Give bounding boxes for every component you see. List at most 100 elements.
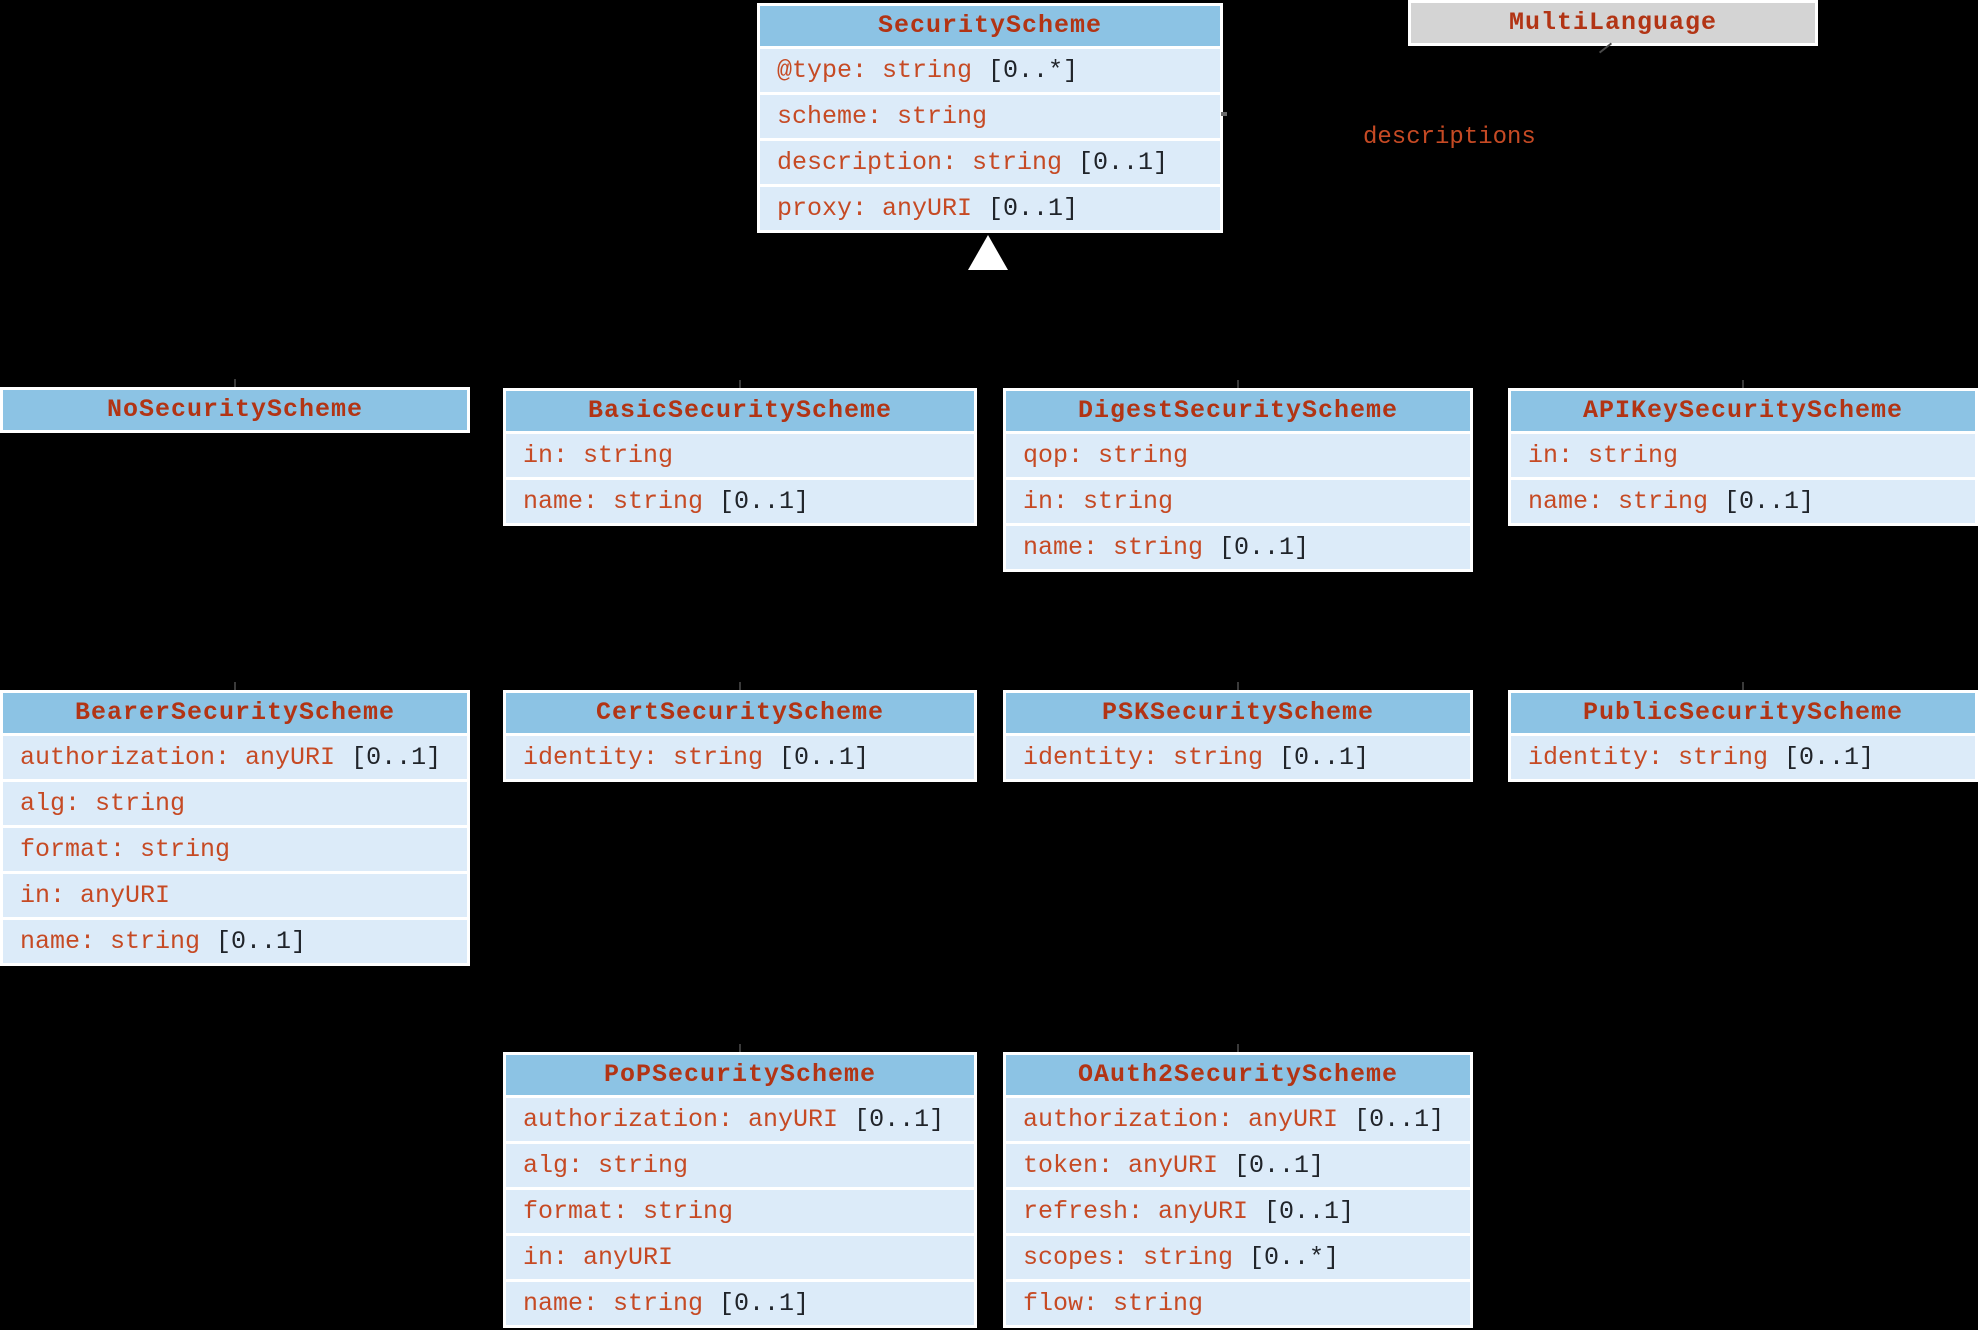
class-title: MultiLanguage bbox=[1411, 3, 1815, 43]
attribute-row: format: string bbox=[506, 1190, 974, 1233]
attribute-row: name: string[0..1] bbox=[506, 1282, 974, 1325]
attribute-row: token: anyURI [0..1] bbox=[1006, 1144, 1470, 1187]
class-box-popsecurityscheme: PoPSecurityScheme authorization: anyURI [… bbox=[503, 1052, 977, 1328]
attribute-text: in: anyURI bbox=[523, 1243, 674, 1272]
attribute-row: qop: string bbox=[1006, 434, 1470, 477]
attribute-row: in: anyURI bbox=[3, 874, 467, 917]
attribute-text: token: anyURI bbox=[1023, 1151, 1219, 1180]
attribute-multiplicity: [0..1] bbox=[988, 194, 1079, 223]
class-box-digestsecurityscheme: DigestSecurityScheme qop: string in: str… bbox=[1003, 388, 1473, 572]
attribute-row: flow: string bbox=[1006, 1282, 1470, 1325]
connector-tick bbox=[234, 682, 236, 690]
class-box-nosecurityscheme: NoSecurityScheme bbox=[0, 387, 470, 433]
association-end-mark bbox=[1221, 112, 1227, 116]
attribute-text: refresh: anyURI bbox=[1023, 1197, 1249, 1226]
connector-tick bbox=[1742, 682, 1744, 690]
class-box-oauth2securityscheme: OAuth2SecurityScheme authorization: anyU… bbox=[1003, 1052, 1473, 1328]
attribute-row: in: string bbox=[506, 434, 974, 477]
attribute-text: authorization: anyURI bbox=[523, 1105, 839, 1134]
attribute-text: in: anyURI bbox=[20, 881, 171, 910]
attribute-row: name: string [0..1] bbox=[1006, 526, 1470, 569]
attribute-text: identity: string bbox=[1528, 743, 1769, 772]
attribute-multiplicity: [0..1] bbox=[1219, 533, 1310, 562]
attribute-row: name: string [0..1] bbox=[1511, 480, 1975, 523]
attribute-text: format: string bbox=[523, 1197, 734, 1226]
attribute-multiplicity: [0..1] bbox=[1264, 1197, 1355, 1226]
attribute-text: in: string bbox=[1528, 441, 1679, 470]
attribute-row: @type: string [0..*] bbox=[760, 49, 1220, 92]
class-title: PublicSecurityScheme bbox=[1511, 693, 1975, 733]
attribute-row: alg: string bbox=[3, 782, 467, 825]
attribute-row: alg: string bbox=[506, 1144, 974, 1187]
attribute-row: identity: string[0..1] bbox=[506, 736, 974, 779]
class-title: OAuth2SecurityScheme bbox=[1006, 1055, 1470, 1095]
class-box-certsecurityscheme: CertSecurityScheme identity: string[0..1… bbox=[503, 690, 977, 782]
class-box-psksecurityscheme: PSKSecurityScheme identity: string[0..1] bbox=[1003, 690, 1473, 782]
attribute-text: in: string bbox=[1023, 487, 1174, 516]
attribute-text: scopes: string bbox=[1023, 1243, 1234, 1272]
connector-tick bbox=[1237, 380, 1239, 388]
association-label: descriptions bbox=[1363, 124, 1536, 151]
class-box-publicsecurityscheme: PublicSecurityScheme identity: string [0.… bbox=[1508, 690, 1978, 782]
class-title: SecurityScheme bbox=[760, 6, 1220, 46]
attribute-text: alg: string bbox=[20, 789, 186, 818]
attribute-multiplicity: [0..1] bbox=[854, 1105, 945, 1134]
attribute-multiplicity: [0..1] bbox=[719, 1289, 810, 1318]
class-title: CertSecurityScheme bbox=[506, 693, 974, 733]
attribute-row: identity: string [0..1] bbox=[1006, 736, 1470, 779]
attribute-row: authorization: anyURI[0..1] bbox=[3, 736, 467, 779]
attribute-multiplicity: [0..1] bbox=[719, 487, 810, 516]
attribute-text: name: string bbox=[1528, 487, 1709, 516]
class-title: BasicSecurityScheme bbox=[506, 391, 974, 431]
attribute-text: name: string bbox=[523, 487, 704, 516]
attribute-text: @type: string bbox=[777, 56, 973, 85]
attribute-multiplicity: [0..1] bbox=[1354, 1105, 1445, 1134]
class-title: DigestSecurityScheme bbox=[1006, 391, 1470, 431]
attribute-multiplicity: [0..*] bbox=[988, 56, 1079, 85]
attribute-text: name: string bbox=[20, 927, 201, 956]
attribute-text: identity: string bbox=[1023, 743, 1264, 772]
attribute-row: in: string bbox=[1006, 480, 1470, 523]
connector-tick bbox=[739, 380, 741, 388]
attribute-multiplicity: [0..1] bbox=[1234, 1151, 1325, 1180]
attribute-row: authorization: anyURI [0..1] bbox=[506, 1098, 974, 1141]
connector-tick bbox=[1742, 380, 1744, 388]
connector-tick bbox=[739, 1044, 741, 1052]
class-box-multilanguage: MultiLanguage bbox=[1408, 0, 1818, 46]
attribute-row: name: string [0..1] bbox=[506, 480, 974, 523]
attribute-text: format: string bbox=[20, 835, 231, 864]
attribute-row: description: string[0..1] bbox=[760, 141, 1220, 184]
attribute-multiplicity: [0..1] bbox=[216, 927, 307, 956]
class-box-securityscheme: SecurityScheme @type: string[0..*] schem… bbox=[757, 3, 1223, 233]
attribute-text: flow: string bbox=[1023, 1289, 1204, 1318]
class-title: APIKeySecurityScheme bbox=[1511, 391, 1975, 431]
attribute-row: in: anyURI bbox=[506, 1236, 974, 1279]
attribute-text: in: string bbox=[523, 441, 674, 470]
class-title: BearerSecurityScheme bbox=[3, 693, 467, 733]
class-title: PoPSecurityScheme bbox=[506, 1055, 974, 1095]
attribute-row: in: string bbox=[1511, 434, 1975, 477]
attribute-multiplicity: [0..1] bbox=[1784, 743, 1875, 772]
attribute-multiplicity: [0..1] bbox=[1279, 743, 1370, 772]
attribute-row: refresh: anyURI [0..1] bbox=[1006, 1190, 1470, 1233]
attribute-row: scopes: string [0..*] bbox=[1006, 1236, 1470, 1279]
attribute-row: format: string bbox=[3, 828, 467, 871]
attribute-row: identity: string [0..1] bbox=[1511, 736, 1975, 779]
class-box-apikeysecurityscheme: APIKeySecurityScheme in: string name: st… bbox=[1508, 388, 1978, 526]
connector-tick bbox=[1237, 682, 1239, 690]
attribute-text: alg: string bbox=[523, 1151, 689, 1180]
attribute-text: authorization: anyURI bbox=[20, 743, 336, 772]
attribute-row: proxy: anyURI[0..1] bbox=[760, 187, 1220, 230]
class-box-basicsecurityscheme: BasicSecurityScheme in: string name: str… bbox=[503, 388, 977, 526]
attribute-multiplicity: [0..*] bbox=[1249, 1243, 1340, 1272]
connector-tick bbox=[234, 379, 236, 387]
connector-tick bbox=[739, 682, 741, 690]
attribute-row: name: string [0..1] bbox=[3, 920, 467, 963]
attribute-text: name: string bbox=[1023, 533, 1204, 562]
class-box-bearersecurityscheme: BearerSecurityScheme authorization: anyU… bbox=[0, 690, 470, 966]
attribute-multiplicity: [0..1] bbox=[1724, 487, 1815, 516]
attribute-text: authorization: anyURI bbox=[1023, 1105, 1339, 1134]
attribute-text: qop: string bbox=[1023, 441, 1189, 470]
attribute-text: description: string bbox=[777, 148, 1063, 177]
